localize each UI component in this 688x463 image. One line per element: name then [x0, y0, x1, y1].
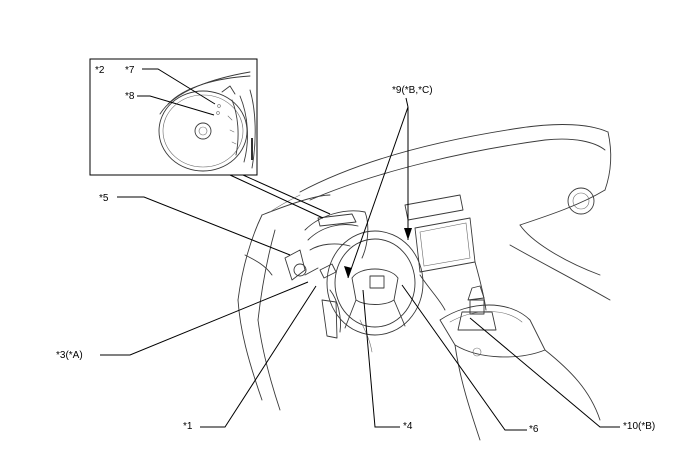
callout-8: *8 — [125, 91, 135, 102]
leader-lines — [100, 68, 620, 431]
callout-labels: *2 *7 *8 *9(*B,*C) *5 *3(*A) *1 *4 *6 *1… — [56, 65, 655, 435]
inset-pointer-line-b — [242, 174, 331, 215]
callout-5: *5 — [99, 193, 109, 204]
callout-10: *10(*B) — [623, 421, 655, 432]
callout-6: *6 — [529, 424, 539, 435]
inset-pointer-line-a — [229, 174, 324, 219]
cluster-inset — [89, 58, 258, 176]
callout-7: *7 — [125, 65, 135, 76]
callout-2: *2 — [95, 65, 105, 76]
arrowhead-9a — [344, 266, 352, 278]
inset-frame — [89, 58, 258, 176]
cluster-closeup-drawing — [158, 71, 256, 172]
dashboard-drawing — [237, 124, 612, 441]
callout-1: *1 — [183, 421, 193, 432]
arrowhead-9b — [404, 228, 412, 240]
callout-3: *3(*A) — [56, 350, 83, 361]
callout-9: *9(*B,*C) — [392, 85, 433, 96]
callout-4: *4 — [403, 421, 413, 432]
